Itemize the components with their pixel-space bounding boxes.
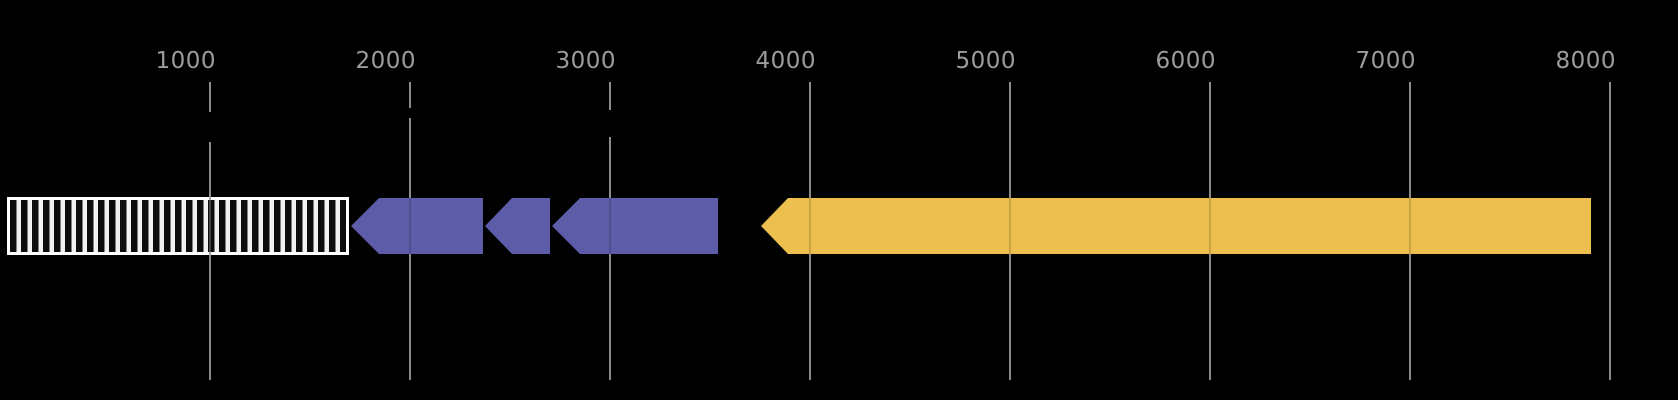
tick-label: 3000 [555, 48, 616, 74]
purple-gene-3 [552, 198, 718, 254]
purple-gene-1 [351, 198, 483, 254]
tick-label: 7000 [1355, 48, 1416, 74]
tick-label: 8000 [1555, 48, 1616, 74]
gridline-through-feature [609, 198, 611, 254]
tick-label: 4000 [755, 48, 816, 74]
tick-label: 6000 [1155, 48, 1216, 74]
tick-label: 1000 [155, 48, 216, 74]
gridline-through-feature [409, 198, 411, 254]
yellow-gene [761, 198, 1591, 254]
gridline-through-feature [1409, 198, 1411, 254]
gridline-gap [407, 108, 413, 118]
gridline-through-feature [1009, 198, 1011, 254]
tick-label: 5000 [955, 48, 1016, 74]
gridline-through-feature [209, 197, 211, 255]
gridline-gap [207, 112, 213, 142]
tick-label: 2000 [355, 48, 416, 74]
ruler-gridline [1609, 82, 1611, 380]
gridline-through-feature [809, 198, 811, 254]
gridline-through-feature [1209, 198, 1211, 254]
gridline-gap [607, 110, 613, 137]
purple-gene-2 [485, 198, 550, 254]
hatched-box-feature [7, 197, 349, 255]
